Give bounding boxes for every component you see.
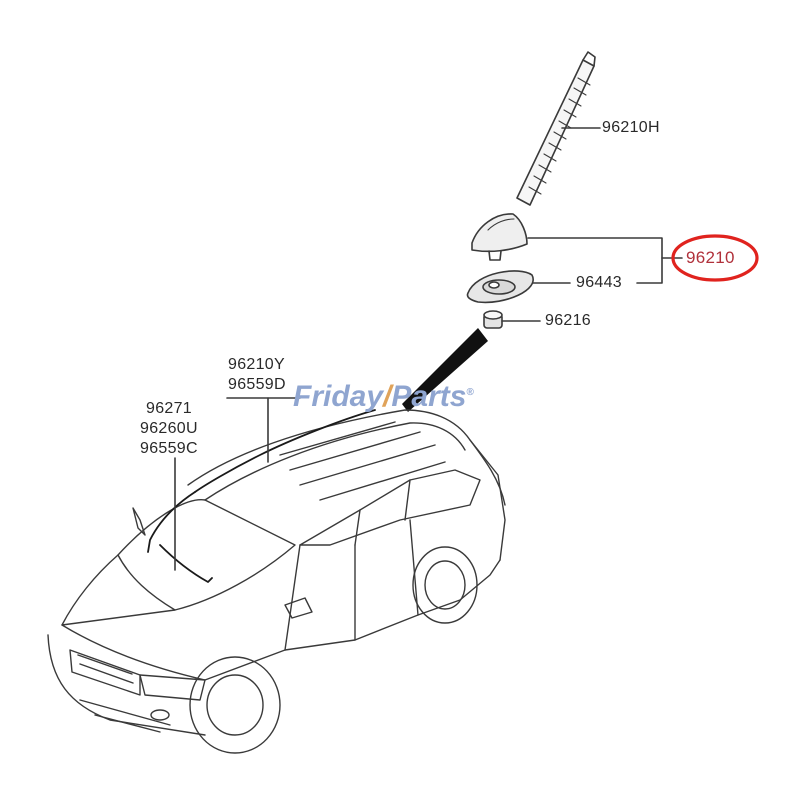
watermark-text-1: Friday [293, 380, 384, 413]
watermark-slash: / [383, 380, 392, 413]
antenna-pole [516, 51, 596, 206]
label-nut: 96216 [545, 312, 591, 329]
label-antenna-pole: 96210H [602, 119, 660, 136]
nut [483, 310, 503, 329]
gasket [466, 270, 534, 304]
watermark-logo: Friday/Parts® [293, 380, 474, 414]
watermark-text-2: Parts [391, 380, 467, 413]
label-front-cable-2: 96260U [140, 420, 198, 437]
label-gasket: 96443 [576, 274, 622, 291]
leader-antenna-assembly [527, 237, 663, 284]
label-front-cable-3: 96559C [140, 440, 198, 457]
label-roof-cable-2: 96559D [228, 376, 286, 393]
label-antenna-assembly: 96210 [686, 248, 735, 267]
vehicle-outline [47, 409, 506, 754]
roof-cable [194, 409, 376, 493]
front-cable [147, 491, 213, 583]
label-roof-cable-1: 96210Y [228, 356, 285, 373]
antenna-base [471, 213, 528, 261]
pointer-wedge [402, 328, 488, 412]
registered-mark: ® [466, 387, 474, 398]
highlight-ring [671, 234, 759, 282]
label-front-cable-1: 96271 [146, 400, 192, 417]
